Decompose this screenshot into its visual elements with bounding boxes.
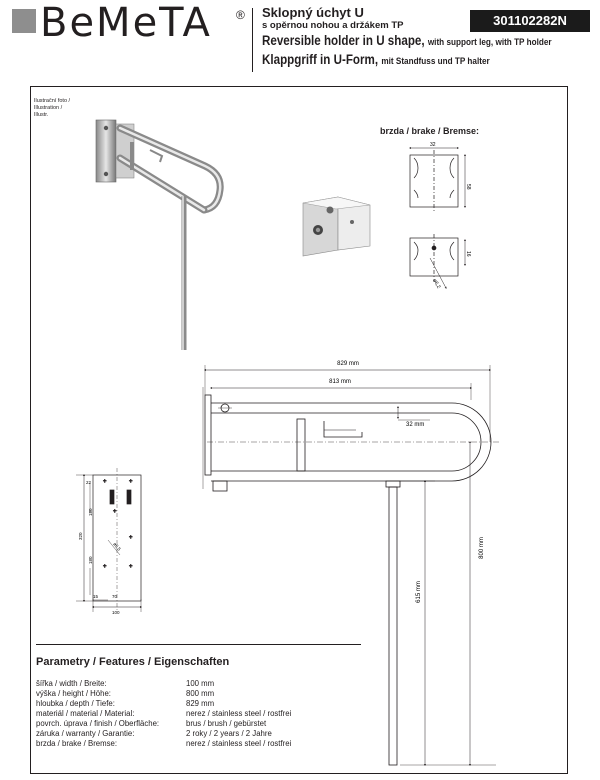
parameter-label: výška / height / Höhe:: [36, 689, 111, 698]
tube-diameter-label: 32 mm: [406, 422, 424, 428]
title-en: Reversible holder in U shape,: [262, 33, 425, 48]
parameter-row: záruka / warranty / Garantie: 2 roky / 2…: [36, 729, 366, 739]
subtitle-en: with support leg, with TP holder: [427, 37, 552, 48]
brake-photo: [302, 196, 371, 257]
parameters-table: šířka / width / Breite: 100 mm výška / h…: [36, 679, 366, 749]
parameters-title: Parametry / Features / Eigenschaften: [36, 656, 230, 668]
height-label: 800 mm: [479, 537, 485, 559]
parameter-row: materiál / material / Material: nerez / …: [36, 709, 366, 719]
parameter-label: materiál / material / Material:: [36, 709, 135, 718]
illustration-note: Ilustrační foto / Illustration / Illustr…: [34, 98, 70, 119]
logo-square-icon: [12, 9, 36, 33]
registered-mark: ®: [236, 8, 245, 22]
total-length-label: 829 mm: [337, 361, 359, 367]
parameter-label: šířka / width / Breite:: [36, 679, 107, 688]
parameters-divider: [36, 644, 361, 645]
side-view-drawing: [202, 365, 500, 766]
brake-width-label: 32: [430, 142, 436, 148]
parameter-row: hloubka / depth / Tiefe: 829 mm: [36, 699, 366, 709]
product-photo: [95, 119, 224, 350]
parameter-value: 2 roky / 2 years / 2 Jahre: [186, 729, 272, 738]
brake-title: brzda / brake / Bremse:: [380, 126, 480, 136]
brake-height-label: 58: [465, 184, 471, 190]
parameter-value: 829 mm: [186, 699, 215, 708]
svg-text:+: +: [129, 479, 133, 485]
plate-bottom-label: 70: [112, 594, 118, 599]
leg-height-label: 615 mm: [416, 581, 422, 603]
subtitle-de: mit Standfuss und TP halter: [381, 56, 490, 67]
parameter-label: hloubka / depth / Tiefe:: [36, 699, 115, 708]
parameter-label: záruka / warranty / Garantie:: [36, 729, 135, 738]
svg-text:+: +: [113, 509, 117, 515]
svg-text:+: +: [129, 564, 133, 570]
parameter-row: šířka / width / Breite: 100 mm: [36, 679, 366, 689]
brake-depth-label: 16: [465, 251, 471, 257]
brake-diameter-label: ø6,2: [431, 278, 441, 290]
product-code: 301102282N: [470, 10, 590, 32]
parameter-value: nerez / stainless steel / rostfrei: [186, 709, 292, 718]
parameter-label: brzda / brake / Bremse:: [36, 739, 118, 748]
illustration-note-line: Illustr.: [34, 112, 49, 118]
illustration-note-line: Ilustrační foto /: [34, 98, 71, 104]
parameter-value: 800 mm: [186, 689, 215, 698]
title-de-line: Klappgriff in U-Form, mit Standfuss und …: [262, 51, 550, 70]
plate-top-label: 22: [86, 480, 92, 485]
parameter-value: brus / brush / gebürstet: [186, 719, 267, 728]
parameter-value: 100 mm: [186, 679, 215, 688]
svg-text:+: +: [129, 535, 133, 541]
parameter-row: výška / height / Höhe: 800 mm: [36, 689, 366, 699]
rail-length-label: 813 mm: [329, 379, 351, 385]
wall-plate-drawing: + + + + + +: [76, 468, 142, 612]
illustration-note-line: Illustration /: [34, 105, 63, 111]
brand-logo: BeMeTA ®: [12, 0, 252, 52]
content-frame: [30, 86, 568, 774]
plate-hole-label: ø5,5: [112, 541, 122, 551]
product-titles: Sklopný úchyt U s opěrnou nohou a držáke…: [262, 6, 597, 70]
title-cz: Sklopný úchyt U: [262, 5, 364, 20]
parameter-value: nerez / stainless steel / rostfrei: [186, 739, 292, 748]
header-divider: [252, 8, 253, 72]
title-de: Klappgriff in U-Form,: [262, 52, 379, 67]
brake-top-view: [409, 234, 466, 289]
plate-h1-label: 180: [88, 508, 93, 516]
parameter-row: brzda / brake / Bremse: nerez / stainles…: [36, 739, 366, 749]
parameter-row: povrch. úprava / finish / Oberfläche: br…: [36, 719, 366, 729]
plate-left-margin-label: 15: [93, 594, 99, 599]
title-en-line: Reversible holder in U shape, with suppo…: [262, 32, 552, 51]
subtitle-cz: s opěrnou nohou a držákem TP: [262, 20, 404, 31]
plate-h2-label: 320: [78, 532, 83, 540]
plate-width-label: 100: [112, 610, 120, 615]
plate-h3-label: 180: [88, 556, 93, 564]
parameter-label: povrch. úprava / finish / Oberfläche:: [36, 719, 160, 728]
brand-name: BeMeTA: [40, 0, 212, 46]
svg-text:+: +: [103, 479, 107, 485]
brake-front-view: [409, 147, 466, 212]
svg-text:+: +: [103, 564, 107, 570]
